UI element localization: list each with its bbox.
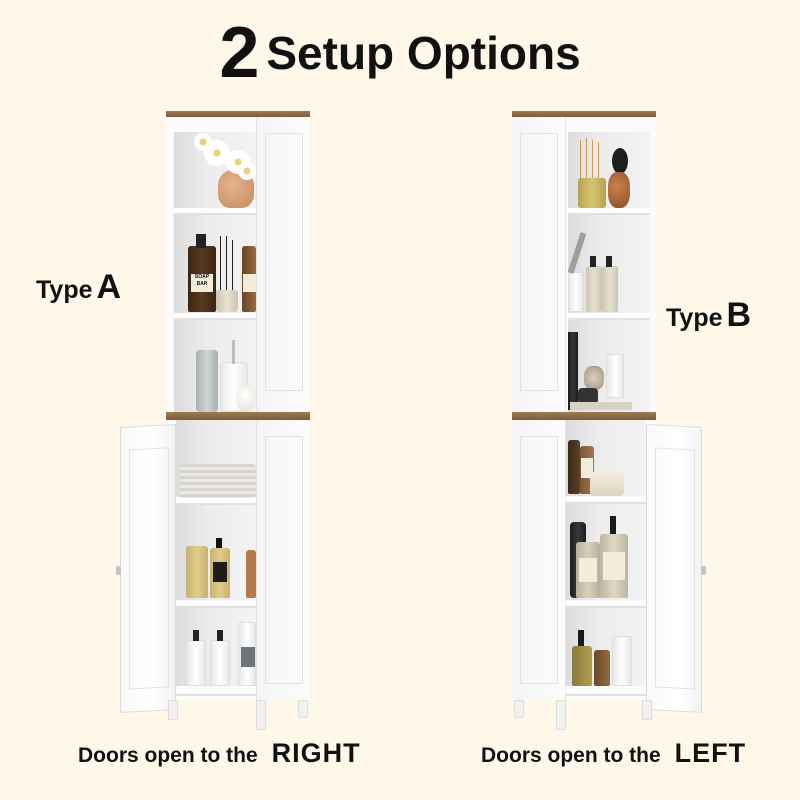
side-panel — [512, 117, 566, 415]
shower-gel — [600, 534, 628, 598]
cream-tube — [606, 354, 624, 398]
oil-bottle — [186, 546, 208, 598]
door-knob[interactable] — [701, 566, 706, 575]
shelf — [566, 496, 646, 504]
cabinet-leg — [298, 700, 308, 718]
reed-diffuser — [580, 140, 581, 180]
cabinet-leg — [556, 700, 566, 730]
pump-bottle — [586, 266, 602, 312]
bottom-shelf — [176, 686, 256, 696]
side-panel — [256, 420, 310, 700]
direction-right: RIGHT — [271, 738, 361, 768]
title-number: 2 — [219, 13, 259, 93]
book — [570, 402, 632, 410]
shelf — [568, 313, 650, 320]
cabinet-leg — [514, 700, 524, 718]
glass-bottle — [196, 350, 218, 412]
direction-left: LEFT — [674, 738, 747, 768]
side-panel — [512, 420, 566, 700]
gourd-decor — [236, 384, 256, 412]
shelf — [176, 497, 256, 505]
brush — [612, 148, 628, 174]
bottom-shelf — [566, 686, 646, 696]
reed-diffuser — [220, 236, 221, 294]
toothbrush-cup — [568, 272, 584, 312]
soap-bottle: SOAP BAR — [188, 246, 216, 312]
shelf — [174, 313, 256, 320]
cabinet-leg — [256, 700, 266, 730]
cabinet-door-open[interactable] — [646, 424, 702, 713]
cabinet-leg — [168, 700, 178, 720]
dark-bottle — [568, 332, 578, 410]
shelf — [566, 600, 646, 608]
wood-middle-divider — [512, 412, 656, 420]
title-text: Setup Options — [266, 27, 581, 79]
shelf — [176, 600, 256, 608]
shelf — [568, 208, 650, 215]
side-panel — [256, 117, 310, 415]
shelf — [174, 208, 256, 215]
folded-towels — [180, 464, 256, 498]
jar — [590, 472, 624, 496]
wood-middle-divider — [166, 412, 310, 420]
cabinet-leg — [642, 700, 652, 720]
door-knob[interactable] — [116, 566, 121, 575]
wood-top-cap — [166, 111, 310, 117]
wood-top-cap — [512, 111, 656, 117]
